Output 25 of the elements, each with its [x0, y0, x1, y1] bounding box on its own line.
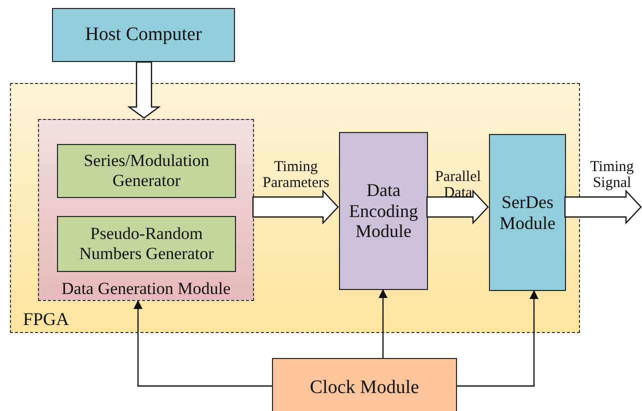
- container-box: [38, 119, 254, 301]
- arrow: [378, 289, 388, 358]
- block-arrow: [564, 189, 642, 225]
- process-box: [489, 134, 566, 291]
- block-arrow: [252, 189, 339, 225]
- process-box: [272, 358, 457, 411]
- node-label: Clock Module: [310, 377, 420, 399]
- process-box: [52, 8, 235, 62]
- process-box: [339, 132, 428, 290]
- node-label: FPGA: [23, 309, 70, 330]
- arrow: [134, 300, 272, 387]
- process-box: [57, 216, 236, 272]
- edge-label: Timing Parameters: [262, 160, 330, 192]
- container-box: [10, 83, 580, 333]
- node-label: Host Computer: [85, 24, 202, 46]
- arrow: [457, 290, 538, 387]
- node-label: Pseudo-Random Numbers Generator: [78, 224, 215, 264]
- node-label: Series/Modulation Generator: [82, 151, 210, 191]
- block-arrow: [127, 61, 161, 119]
- edge-label: Timing Signal: [589, 160, 635, 192]
- process-box: [57, 144, 236, 198]
- block-arrow: [426, 189, 489, 225]
- node-label: Data Generation Module: [60, 279, 232, 299]
- node-label: Data Encoding Module: [348, 180, 419, 242]
- node-label: SerDes Module: [498, 192, 556, 234]
